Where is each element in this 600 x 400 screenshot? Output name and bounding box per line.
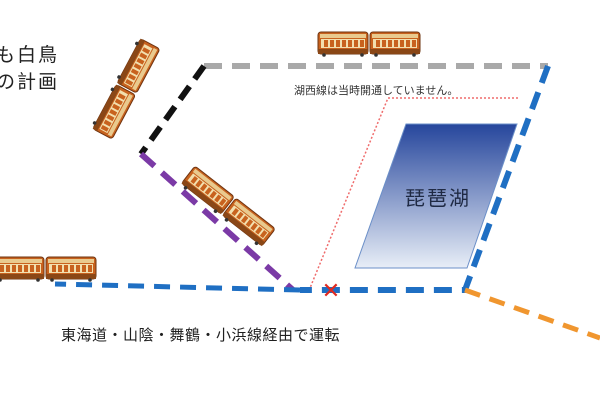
left-angled-train [90,37,160,139]
bottom-left-train [0,257,96,282]
route-note: 湖西線は当時開通していません。 [294,83,458,97]
blocked-cross-marker: ✕ [322,279,340,304]
title-line-2: の計画 [0,71,59,93]
orange-dashed-route [464,287,600,341]
black-dashed-route [138,64,207,156]
route-label: 東海道・山陰・舞鶴・小浜線経由で運転 [61,326,340,344]
purple-dashed-route [138,151,296,293]
red-dotted-outline [309,97,518,289]
top-train [318,32,420,57]
lake-shape [354,123,518,269]
blue-dashed-route-west [54,281,301,293]
middle-angled-train [180,166,276,248]
title-line-1: も白鳥 [0,44,59,66]
lake-label: 琵琶湖 [405,186,471,210]
